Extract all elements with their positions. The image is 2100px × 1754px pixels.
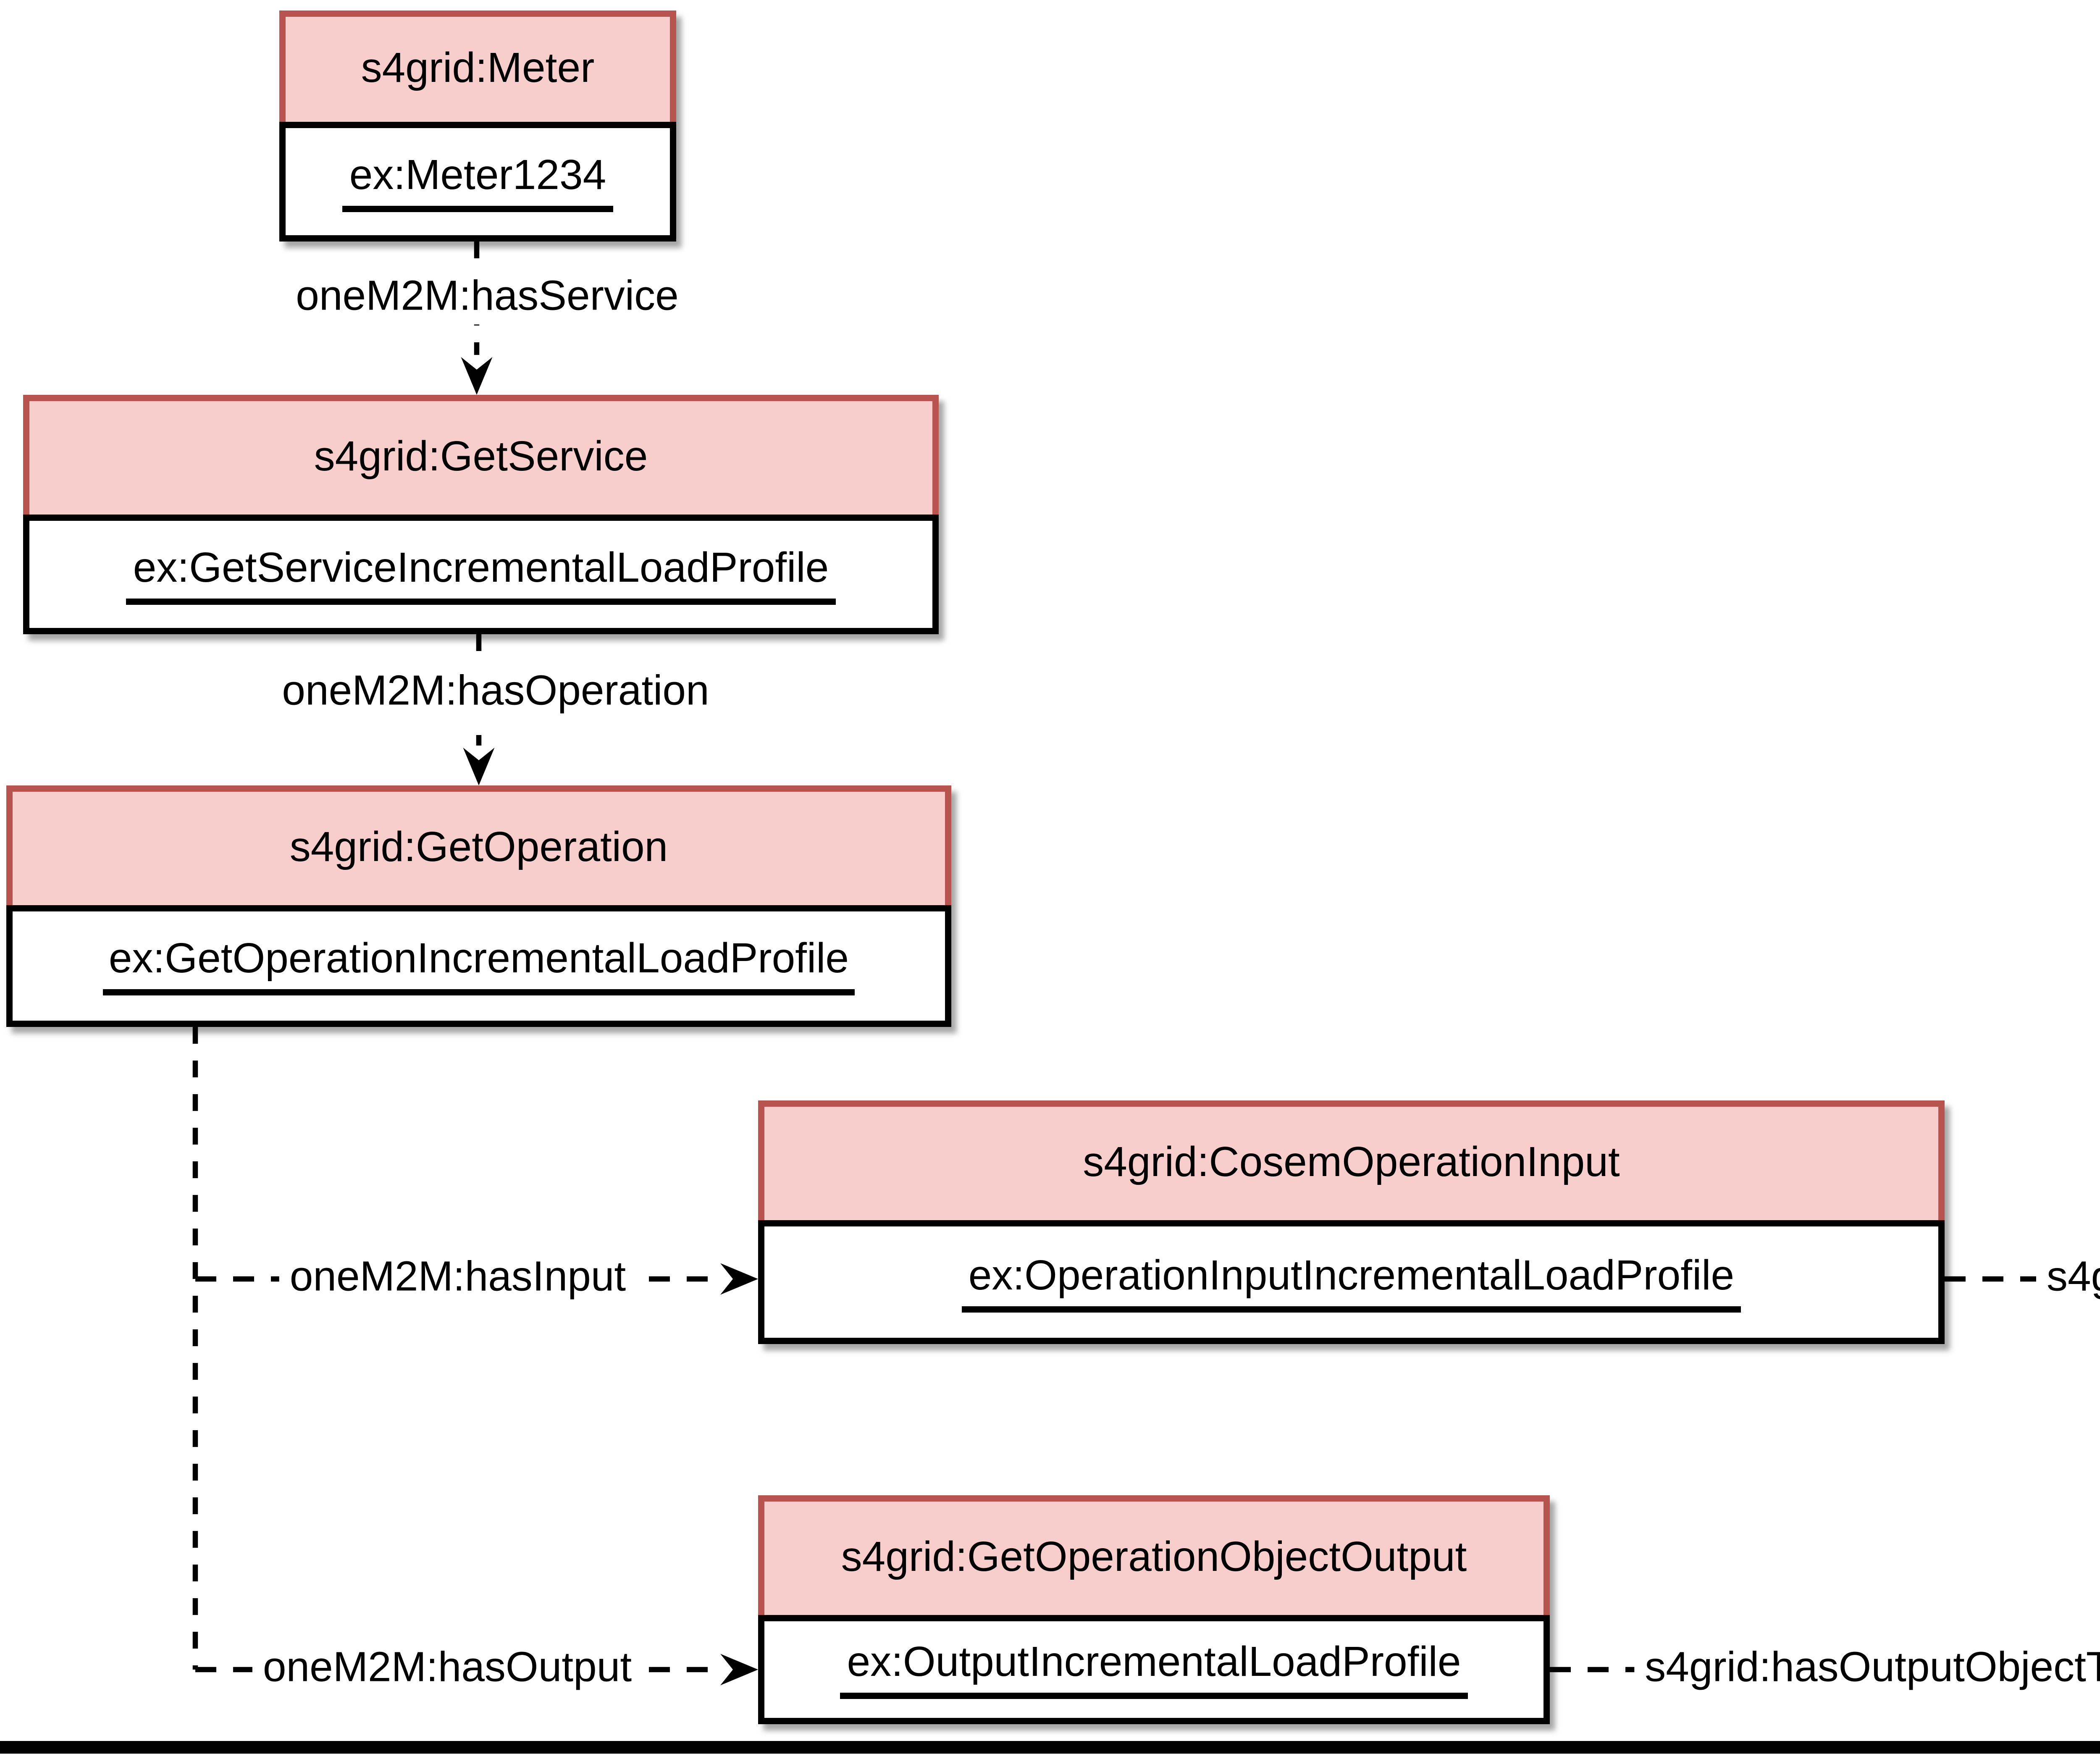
class-body: ex:OperationInputIncrementalLoadProfile [758, 1220, 1945, 1344]
class-node-cosem-operation-input: s4grid:CosemOperationInput ex:OperationI… [758, 1100, 1945, 1344]
class-body: ex:GetServiceIncrementalLoadProfile [23, 515, 939, 634]
frame-bottom-edge [0, 1741, 2100, 1754]
edge-label-has-output: oneM2M:hasOutput [252, 1643, 643, 1696]
instance-label: ex:GetServiceIncrementalLoadProfile [126, 545, 835, 604]
edge-label-has-output-object-type: s4grid:hasOutputObjectType [1634, 1643, 2100, 1696]
arrowhead-down-icon [461, 357, 493, 395]
class-node-get-service: s4grid:GetService ex:GetServiceIncrement… [23, 395, 939, 634]
class-title: s4grid:CosemOperationInput [1083, 1139, 1620, 1186]
class-header: s4grid:Meter [279, 11, 676, 122]
class-body: ex:GetOperationIncrementalLoadProfile [6, 905, 951, 1027]
edge-label-has-operation: oneM2M:hasOperation [271, 667, 720, 719]
class-title: s4grid:GetService [314, 433, 648, 480]
arrowhead-right-icon [720, 1263, 758, 1295]
instance-label: ex:Meter1234 [343, 152, 613, 211]
class-title: s4grid:Meter [361, 45, 595, 92]
class-header: s4grid:GetService [23, 395, 939, 515]
class-node-get-operation: s4grid:GetOperation ex:GetOperationIncre… [6, 785, 951, 1027]
arrowhead-right-icon [720, 1654, 758, 1686]
edge-label-has-service: oneM2M:hasService [285, 272, 689, 325]
arrowhead-down-icon [463, 748, 495, 785]
edge-label-obtain-input-from-obis: s4grid:obtainInputFromObis [2036, 1252, 2100, 1305]
instance-label: ex:GetOperationIncrementalLoadProfile [102, 937, 856, 995]
class-header: s4grid:GetOperation [6, 785, 951, 905]
class-node-meter: s4grid:Meter ex:Meter1234 [279, 11, 676, 242]
class-header: s4grid:GetOperationObjectOutput [758, 1495, 1550, 1615]
edge-label-has-input: oneM2M:hasInput [279, 1252, 637, 1305]
class-body: ex:OutputIncrementalLoadProfile [758, 1615, 1550, 1724]
class-header: s4grid:CosemOperationInput [758, 1100, 1945, 1220]
instance-label: ex:OperationInputIncrementalLoadProfile [962, 1253, 1741, 1312]
class-node-get-operation-object-output: s4grid:GetOperationObjectOutput ex:Outpu… [758, 1495, 1550, 1724]
class-body: ex:Meter1234 [279, 122, 676, 242]
class-title: s4grid:GetOperation [289, 824, 668, 871]
class-title: s4grid:GetOperationObjectOutput [841, 1534, 1467, 1581]
instance-label: ex:OutputIncrementalLoadProfile [840, 1640, 1467, 1699]
